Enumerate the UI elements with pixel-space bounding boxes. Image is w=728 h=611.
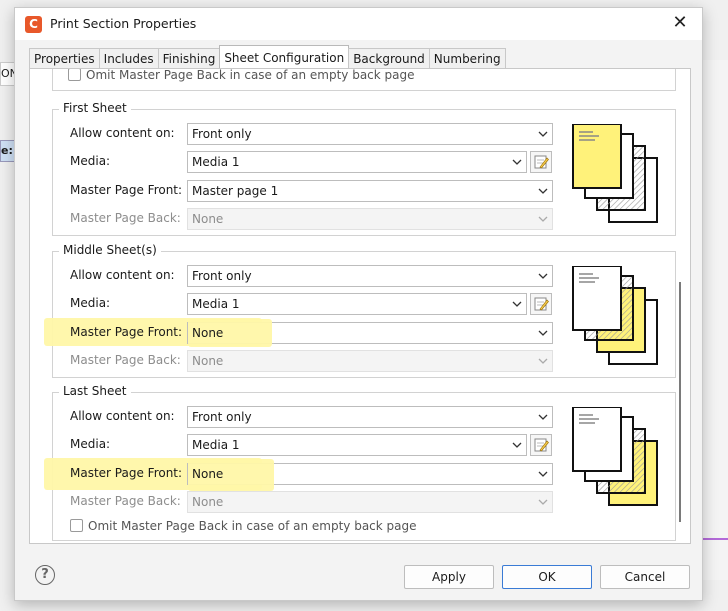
middle-back-select: None — [187, 350, 553, 372]
edit-media-icon — [534, 297, 549, 311]
ok-button[interactable]: OK — [502, 565, 592, 589]
panel-scrollbar-thumb[interactable] — [679, 282, 681, 522]
help-icon[interactable]: ? — [35, 565, 55, 585]
middle-allow-label: Allow content on: — [70, 268, 175, 282]
chevron-down-icon — [538, 330, 548, 336]
last-sheet-title: Last Sheet — [59, 384, 131, 398]
chevron-down-icon — [512, 442, 522, 448]
middle-back-label: Master Page Back: — [70, 353, 181, 367]
chevron-down-icon — [512, 301, 522, 307]
first-media-label: Media: — [70, 154, 111, 168]
last-media-label: Media: — [70, 437, 111, 451]
tab-properties[interactable]: Properties — [29, 48, 100, 70]
background-divider — [698, 538, 728, 540]
close-icon[interactable]: ✕ — [672, 12, 688, 33]
top-omit-label: Omit Master Page Back in case of an empt… — [86, 68, 415, 82]
middle-front-value-highlight — [188, 319, 272, 347]
middle-allow-value: Front only — [192, 269, 252, 283]
middle-back-value: None — [192, 354, 224, 368]
chevron-down-icon — [538, 131, 548, 137]
first-media-edit-button[interactable] — [530, 151, 552, 173]
last-back-label: Master Page Back: — [70, 494, 181, 508]
top-omit-option[interactable]: Omit Master Page Back in case of an empt… — [68, 68, 415, 82]
top-omit-checkbox[interactable] — [68, 69, 81, 81]
first-media-select[interactable]: Media 1 — [187, 151, 527, 173]
chevron-down-icon — [538, 358, 548, 364]
top-section: Omit Master Page Back in case of an empt… — [52, 68, 676, 91]
last-back-value: None — [192, 495, 224, 509]
first-media-value: Media 1 — [192, 155, 240, 169]
chevron-down-icon — [538, 414, 548, 420]
last-sheet-group: Last Sheet Allow content on: Front only … — [44, 384, 676, 541]
last-allow-label: Allow content on: — [70, 409, 175, 423]
first-back-label: Master Page Back: — [70, 211, 181, 225]
chevron-down-icon — [538, 471, 548, 477]
tab-sheet-configuration[interactable]: Sheet Configuration — [219, 45, 350, 70]
last-front-value: None — [192, 467, 224, 481]
middle-media-select[interactable]: Media 1 — [187, 293, 527, 315]
cancel-button[interactable]: Cancel — [600, 565, 690, 589]
middle-sheet-pages-illustration — [572, 266, 658, 365]
first-back-value: None — [192, 212, 224, 226]
last-front-select[interactable]: None — [187, 459, 553, 491]
print-section-properties-dialog: C Print Section Properties ✕ Properties … — [14, 7, 703, 601]
last-front-value-highlight — [188, 459, 274, 491]
middle-media-edit-button[interactable] — [530, 293, 552, 315]
chevron-down-icon — [512, 159, 522, 165]
app-icon: C — [25, 16, 42, 33]
last-omit-option[interactable]: Omit Master Page Back in case of an empt… — [70, 519, 417, 533]
first-allow-label: Allow content on: — [70, 126, 175, 140]
chevron-down-icon — [538, 188, 548, 194]
first-sheet-pages-illustration — [572, 124, 658, 223]
middle-sheet-group: Middle Sheet(s) Allow content on: Front … — [44, 243, 676, 378]
last-allow-value: Front only — [192, 410, 252, 424]
dialog-title: Print Section Properties — [50, 16, 197, 31]
first-allow-select[interactable]: Front only — [187, 123, 553, 145]
last-media-edit-button[interactable] — [530, 434, 552, 456]
tab-strip: Properties Includes Finishing Sheet Conf… — [29, 45, 506, 70]
last-allow-select[interactable]: Front only — [187, 406, 553, 428]
tab-includes[interactable]: Includes — [98, 48, 159, 70]
background-toolbar — [702, 60, 728, 580]
tab-background[interactable]: Background — [348, 48, 430, 70]
tab-numbering[interactable]: Numbering — [428, 48, 506, 70]
last-omit-label: Omit Master Page Back in case of an empt… — [88, 519, 417, 533]
middle-front-value: None — [192, 326, 224, 340]
edit-media-icon — [534, 155, 549, 169]
first-allow-value: Front only — [192, 127, 252, 141]
middle-allow-select[interactable]: Front only — [187, 265, 553, 287]
middle-media-value: Media 1 — [192, 297, 240, 311]
edit-media-icon — [534, 438, 549, 452]
last-media-select[interactable]: Media 1 — [187, 434, 527, 456]
apply-button[interactable]: Apply — [404, 565, 494, 589]
title-bar: C Print Section Properties ✕ — [15, 8, 702, 40]
middle-media-label: Media: — [70, 296, 111, 310]
first-front-label: Master Page Front: — [70, 183, 183, 197]
chevron-down-icon — [538, 499, 548, 505]
first-sheet-title: First Sheet — [59, 101, 131, 115]
chevron-down-icon — [538, 216, 548, 222]
tab-finishing[interactable]: Finishing — [157, 48, 221, 70]
first-front-value: Master page 1 — [192, 184, 279, 198]
first-back-select: None — [187, 208, 553, 230]
middle-front-select[interactable]: None — [187, 319, 553, 347]
last-sheet-pages-illustration — [572, 407, 658, 506]
first-front-select[interactable]: Master page 1 — [187, 180, 553, 202]
last-media-value: Media 1 — [192, 438, 240, 452]
chevron-down-icon — [538, 273, 548, 279]
first-sheet-group: First Sheet Allow content on: Front only… — [52, 101, 676, 236]
middle-sheet-title: Middle Sheet(s) — [59, 243, 161, 257]
last-omit-checkbox[interactable] — [70, 519, 83, 532]
sheet-configuration-panel: Omit Master Page Back in case of an empt… — [29, 68, 691, 544]
last-front-label: Master Page Front: — [70, 466, 183, 480]
middle-front-label: Master Page Front: — [70, 325, 183, 339]
last-back-select: None — [187, 491, 553, 513]
